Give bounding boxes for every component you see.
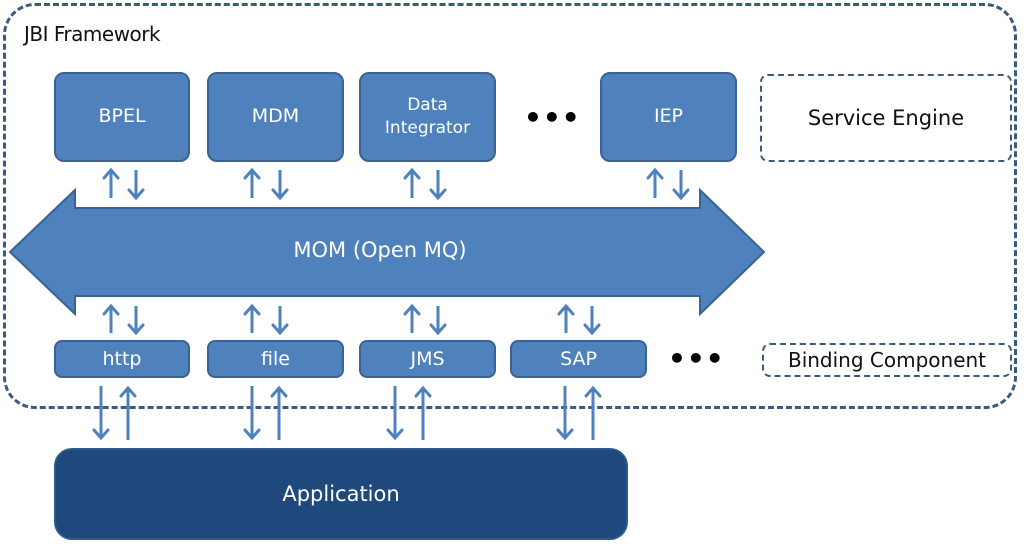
service-engine-iep[interactable]: IEP bbox=[600, 72, 737, 162]
up-arrow-icon bbox=[270, 385, 288, 440]
service-engine-bpel[interactable]: BPEL bbox=[54, 72, 190, 162]
down-arrow-icon bbox=[386, 386, 404, 441]
legend-service-engine: Service Engine bbox=[760, 74, 1012, 162]
binding-component-http[interactable]: http bbox=[54, 340, 190, 378]
down-arrow-icon bbox=[271, 170, 289, 201]
mom-bus-double-arrow bbox=[8, 187, 766, 317]
more-binding-components-ellipsis: ••• bbox=[668, 342, 725, 375]
jbi-framework-boundary bbox=[3, 3, 1017, 409]
down-arrow-icon bbox=[127, 170, 145, 201]
up-arrow-icon bbox=[584, 385, 602, 440]
down-arrow-icon bbox=[271, 306, 289, 336]
down-arrow-icon bbox=[556, 386, 574, 441]
binding-component-sap[interactable]: SAP bbox=[510, 340, 647, 378]
up-arrow-icon bbox=[102, 303, 120, 333]
up-arrow-icon bbox=[646, 167, 664, 198]
service-engine-data-integrator[interactable]: Data Integrator bbox=[359, 72, 496, 162]
down-arrow-icon bbox=[583, 306, 601, 336]
up-arrow-icon bbox=[243, 303, 261, 333]
down-arrow-icon bbox=[92, 386, 110, 441]
legend-binding-component: Binding Component bbox=[762, 343, 1012, 377]
up-arrow-icon bbox=[403, 167, 421, 198]
up-arrow-icon bbox=[243, 167, 261, 198]
service-engine-mdm[interactable]: MDM bbox=[207, 72, 344, 162]
mom-bus-label: MOM (Open MQ) bbox=[293, 238, 467, 262]
binding-component-jms[interactable]: JMS bbox=[359, 340, 496, 378]
more-service-engines-ellipsis: ••• bbox=[524, 101, 581, 134]
framework-title: JBI Framework bbox=[24, 22, 161, 46]
up-arrow-icon bbox=[102, 167, 120, 198]
up-arrow-icon bbox=[557, 303, 575, 333]
up-arrow-icon bbox=[119, 385, 137, 440]
down-arrow-icon bbox=[429, 306, 447, 336]
down-arrow-icon bbox=[672, 170, 690, 201]
down-arrow-icon bbox=[127, 306, 145, 336]
down-arrow-icon bbox=[429, 170, 447, 201]
up-arrow-icon bbox=[403, 303, 421, 333]
up-arrow-icon bbox=[414, 385, 432, 440]
binding-component-file[interactable]: file bbox=[207, 340, 344, 378]
down-arrow-icon bbox=[243, 386, 261, 441]
application-box[interactable]: Application bbox=[54, 448, 628, 540]
